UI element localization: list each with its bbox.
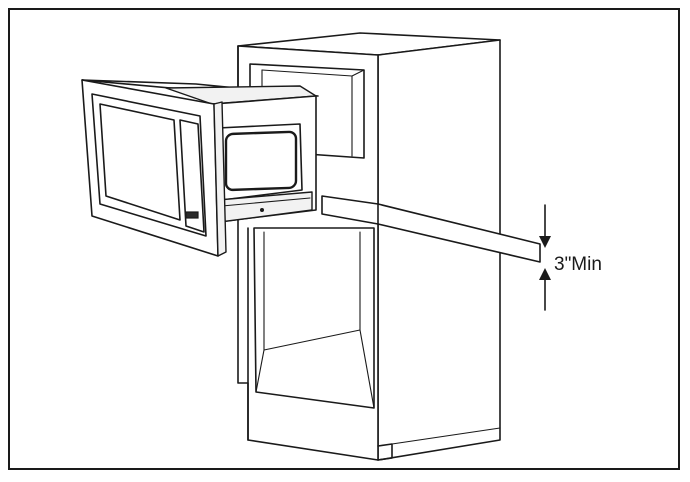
microwave	[81, 79, 319, 257]
lower-opening	[253, 227, 375, 409]
control-panel	[179, 119, 205, 233]
dimension-label: 3"Min	[554, 254, 602, 275]
display	[185, 211, 199, 219]
arrow-down-icon	[539, 236, 551, 248]
arrow-up-icon	[539, 268, 551, 280]
door-window	[99, 103, 181, 221]
cabinet	[237, 32, 541, 461]
cabinet-side	[377, 39, 501, 461]
dimension-marker: 3"Min	[539, 204, 602, 311]
